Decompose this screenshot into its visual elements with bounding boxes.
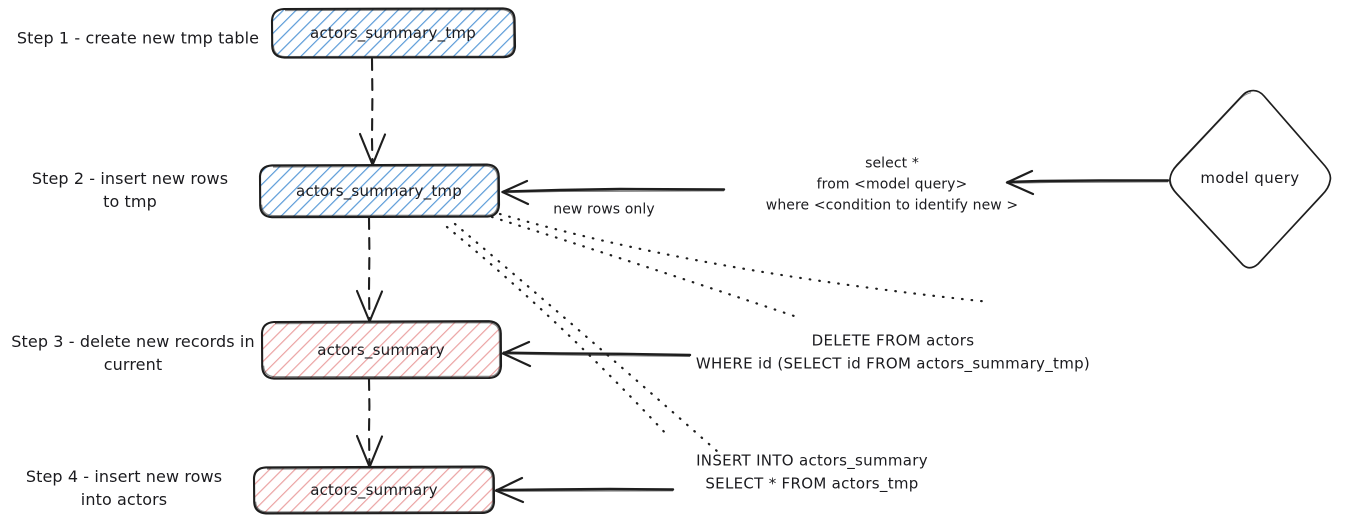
step-label-3: Step 3 - delete new records in current — [11, 331, 255, 374]
edge-label-model-query-sql: select * from <model query> where <condi… — [765, 155, 1019, 214]
edge-step1-to-step2 — [358, 57, 387, 166]
step-label-4: Step 4 - insert new rows into actors — [25, 466, 223, 509]
edge-label-delete-sql: DELETE FROM actors WHERE id (SELECT id F… — [695, 331, 1091, 373]
node-model-query-label: model query — [1200, 169, 1300, 187]
step-label-1: Step 1 - create new tmp table — [16, 28, 260, 48]
node-summary-4-label: actors_summary — [310, 481, 438, 499]
edge-step2-to-step3 — [355, 216, 384, 323]
step-label-2: Step 2 - insert new rows to tmp — [31, 168, 229, 211]
node-tmp-2-label: actors_summary_tmp — [296, 182, 462, 200]
edge-label-insert-sql: INSERT INTO actors_summary SELECT * FROM… — [696, 451, 928, 493]
edge-model-query-to-sql — [1005, 169, 1170, 196]
edge-tmp-to-insert-sql-dotted — [445, 222, 720, 454]
edge-step3-to-step4 — [355, 377, 384, 469]
edge-tmp-to-delete-sql-dotted — [490, 212, 992, 320]
edge-label-new-rows-only: new rows only — [553, 201, 655, 218]
node-tmp-1-label: actors_summary_tmp — [310, 24, 476, 42]
node-summary-3-label: actors_summary — [317, 341, 445, 359]
edge-insert-into-actors — [494, 476, 675, 504]
edge-delete-into-summary — [501, 340, 692, 368]
